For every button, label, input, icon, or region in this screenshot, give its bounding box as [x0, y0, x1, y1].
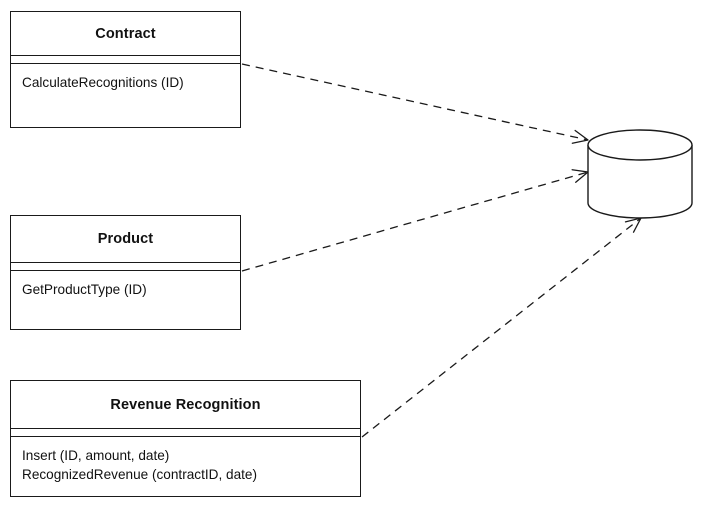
uml-class-contract[interactable]: Contract CalculateRecognitions (ID) — [10, 11, 241, 128]
class-operations-compartment: CalculateRecognitions (ID) — [11, 64, 240, 92]
class-name-label: Revenue Recognition — [110, 396, 261, 413]
uml-class-product[interactable]: Product GetProductType (ID) — [10, 215, 241, 330]
class-operations-compartment: Insert (ID, amount, date) RecognizedReve… — [11, 437, 360, 484]
class-name-label: Contract — [95, 25, 156, 42]
class-attributes-compartment — [11, 56, 240, 64]
dependency-arrow — [241, 171, 589, 272]
arrowhead-open — [571, 129, 589, 144]
arrowhead-open — [571, 169, 589, 183]
uml-class-revenue-recognition[interactable]: Revenue Recognition Insert (ID, amount, … — [10, 380, 361, 497]
class-operations-compartment: GetProductType (ID) — [11, 271, 240, 299]
class-operation: Insert (ID, amount, date) — [22, 448, 170, 463]
dependency-arrow — [361, 217, 642, 438]
class-attributes-compartment — [11, 429, 360, 437]
database-cylinder-icon — [587, 129, 693, 219]
arrowhead-open — [624, 217, 642, 233]
class-operation: GetProductType (ID) — [22, 282, 147, 297]
class-attributes-compartment — [11, 263, 240, 271]
class-operation: CalculateRecognitions (ID) — [22, 75, 184, 90]
class-name-compartment: Product — [11, 216, 240, 263]
class-operation: RecognizedRevenue (contractID, date) — [22, 467, 257, 482]
dependency-arrow — [241, 63, 589, 141]
class-name-compartment: Contract — [11, 12, 240, 56]
class-name-label: Product — [97, 231, 154, 247]
class-name-compartment: Revenue Recognition — [11, 381, 360, 429]
